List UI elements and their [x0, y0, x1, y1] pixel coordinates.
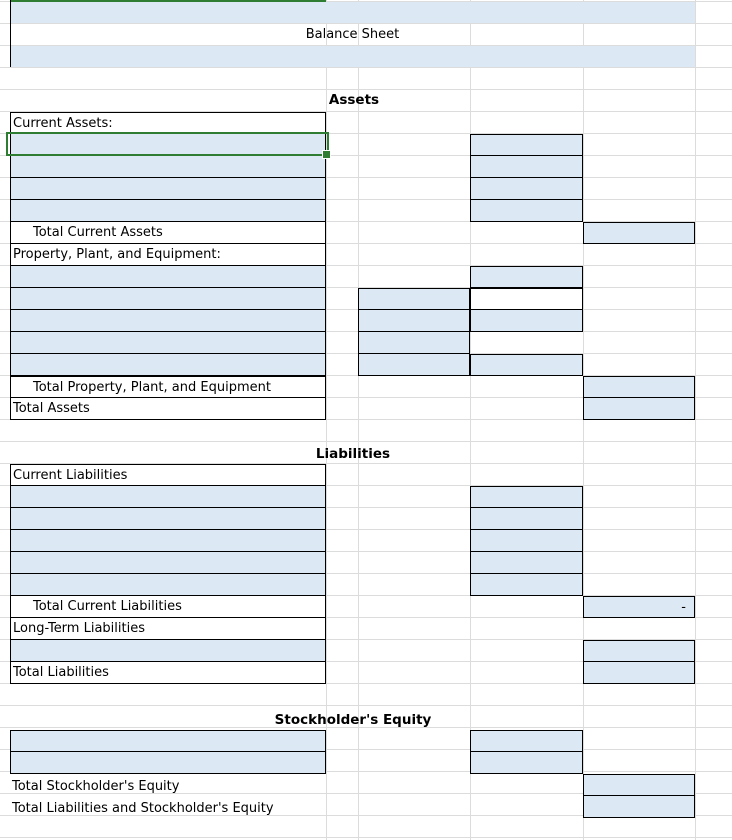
- current-liability-input-5[interactable]: [10, 574, 326, 596]
- current-liability-input-3[interactable]: [10, 530, 326, 552]
- title-band-top[interactable]: [10, 2, 695, 23]
- ppe-amount-2[interactable]: [470, 288, 583, 310]
- total-equity-amount[interactable]: [583, 774, 695, 796]
- current-asset-amount-1[interactable]: [470, 134, 583, 156]
- total-ppe-label[interactable]: Total Property, Plant, and Equipment: [10, 376, 326, 398]
- title-band-bottom[interactable]: [10, 46, 695, 67]
- section-header-liabilities: Liabilities: [315, 446, 391, 462]
- title-left-border: [10, 0, 11, 67]
- ppe-cost-3[interactable]: [358, 310, 470, 332]
- current-asset-input-3[interactable]: [10, 178, 326, 200]
- equity-amount-1[interactable]: [470, 730, 583, 752]
- total-current-assets-label[interactable]: Total Current Assets: [10, 222, 326, 244]
- equity-amount-2[interactable]: [470, 752, 583, 774]
- total-current-liabilities-label[interactable]: Total Current Liabilities: [10, 596, 326, 618]
- current-liability-amount-3[interactable]: [470, 530, 583, 552]
- total-liabilities-equity-label[interactable]: Total Liabilities and Stockholder's Equi…: [12, 801, 274, 816]
- total-equity-label[interactable]: Total Stockholder's Equity: [12, 779, 180, 794]
- sheet-title[interactable]: Balance Sheet: [305, 27, 400, 42]
- active-cell[interactable]: [6, 132, 329, 156]
- total-liabilities-equity-amount[interactable]: [583, 796, 695, 818]
- ppe-cost-4[interactable]: [358, 332, 470, 354]
- current-asset-input-4[interactable]: [10, 200, 326, 222]
- ppe-amount-3[interactable]: [470, 310, 583, 332]
- total-current-assets-amount[interactable]: [583, 222, 695, 244]
- ppe-cost-5[interactable]: [358, 354, 470, 376]
- section-header-equity: Stockholder's Equity: [274, 712, 432, 728]
- current-asset-amount-2[interactable]: [470, 156, 583, 178]
- total-liabilities-label[interactable]: Total Liabilities: [10, 662, 326, 684]
- ppe-input-3[interactable]: [10, 310, 326, 332]
- total-assets-amount[interactable]: [583, 398, 695, 420]
- current-liability-amount-2[interactable]: [470, 508, 583, 530]
- current-liabilities-label[interactable]: Current Liabilities: [10, 464, 326, 486]
- ppe-amount-1[interactable]: [470, 266, 583, 288]
- ppe-amount-5[interactable]: [470, 354, 583, 376]
- ppe-label[interactable]: Property, Plant, and Equipment:: [10, 244, 326, 266]
- current-liability-amount-5[interactable]: [470, 574, 583, 596]
- ppe-cost-2[interactable]: [358, 288, 470, 310]
- ppe-input-1[interactable]: [10, 266, 326, 288]
- long-term-liabilities-amount[interactable]: [583, 640, 695, 662]
- current-liability-input-4[interactable]: [10, 552, 326, 574]
- current-assets-label[interactable]: Current Assets:: [10, 112, 326, 134]
- current-asset-input-2[interactable]: [10, 156, 326, 178]
- fill-handle[interactable]: [322, 150, 331, 159]
- current-liability-amount-4[interactable]: [470, 552, 583, 574]
- current-liability-input-2[interactable]: [10, 508, 326, 530]
- ppe-input-2[interactable]: [10, 288, 326, 310]
- selection-edge: [10, 0, 326, 2]
- ppe-input-4[interactable]: [10, 332, 326, 354]
- section-header-assets: Assets: [328, 92, 380, 108]
- ppe-input-5[interactable]: [10, 354, 326, 376]
- total-assets-label[interactable]: Total Assets: [10, 398, 326, 420]
- long-term-liabilities-label[interactable]: Long-Term Liabilities: [10, 618, 326, 640]
- total-liabilities-amount[interactable]: [583, 662, 695, 684]
- long-term-liability-input-1[interactable]: [10, 640, 326, 662]
- total-ppe-amount[interactable]: [583, 376, 695, 398]
- equity-input-2[interactable]: [10, 752, 326, 774]
- current-liability-input-1[interactable]: [10, 486, 326, 508]
- current-liability-amount-1[interactable]: [470, 486, 583, 508]
- current-asset-amount-4[interactable]: [470, 200, 583, 222]
- total-current-liabilities-amount[interactable]: -: [583, 596, 695, 618]
- equity-input-1[interactable]: [10, 730, 326, 752]
- current-asset-amount-3[interactable]: [470, 178, 583, 200]
